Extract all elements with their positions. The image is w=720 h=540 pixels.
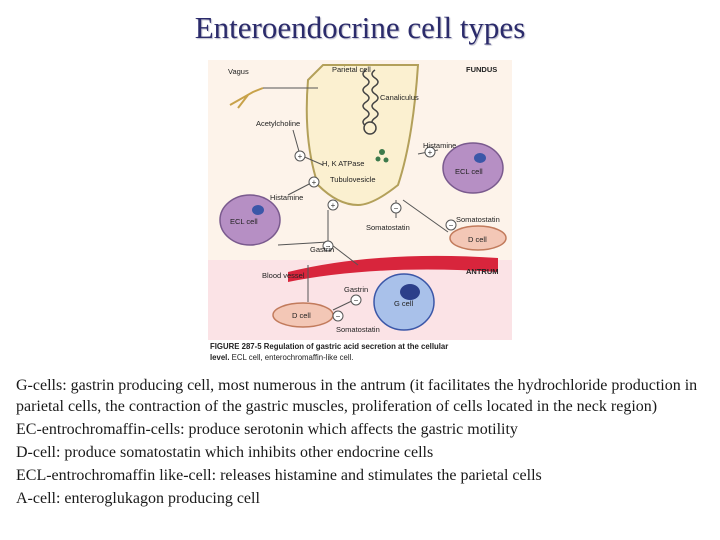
description-d-cell: D-cell: produce somatostatin which inhib… — [16, 442, 706, 463]
figure-caption-line1: FIGURE 287-5 Regulation of gastric acid … — [210, 342, 448, 351]
figure-caption-line2: level. ECL cell, enterochromaffin-like c… — [210, 353, 353, 362]
svg-text:−: − — [354, 296, 359, 305]
g-cell — [373, 273, 435, 331]
label-hk-atpase: H, K ATPase — [322, 159, 364, 168]
parietal-cell — [305, 64, 420, 207]
d-cell-right — [449, 225, 507, 251]
label-tubulovesicle: Tubulovesicle — [330, 175, 376, 184]
vagus-nerve — [229, 87, 264, 109]
gastric-acid-regulation-figure: + + + + − − − − − Vagus Parietal cell FUNDUS C… — [208, 60, 512, 365]
label-gastrin-bottom: Gastrin — [344, 285, 368, 294]
label-canaliculus: Canaliculus — [380, 93, 419, 102]
label-histamine-left: Histamine — [270, 193, 303, 202]
tubulovesicle-shape — [379, 149, 385, 155]
label-acetylcholine: Acetylcholine — [256, 119, 300, 128]
label-g-cell: G cell — [394, 299, 414, 308]
cell-type-descriptions: G-cells: gastrin producing cell, most nu… — [16, 375, 706, 511]
figure-svg: + + + + − − − − − Vagus Parietal cell FUNDUS C… — [208, 60, 512, 365]
label-somatostatin-mid: Somatostatin — [366, 223, 410, 232]
label-ecl-cell-right: ECL cell — [455, 167, 483, 176]
text-g-cells: : gastrin producing cell, most numerous … — [16, 377, 698, 415]
svg-text:+: + — [428, 148, 433, 157]
label-vagus: Vagus — [228, 67, 249, 76]
term-d-cell: D-cell — [16, 444, 56, 461]
ecl-cell-right — [442, 142, 504, 194]
description-a-cell: A-cell: enteroglukagon producing cell — [16, 488, 706, 509]
label-antrum: ANTRUM — [466, 267, 499, 276]
svg-text:−: − — [336, 312, 341, 321]
label-gastrin-top: Gastrin — [310, 245, 334, 254]
term-g-cells: G-cells — [16, 377, 63, 394]
label-parietal-cell: Parietal cell — [332, 65, 371, 74]
canaliculus-shape — [362, 69, 370, 127]
svg-text:+: + — [298, 152, 303, 161]
svg-text:−: − — [449, 221, 454, 230]
figure-caption-level: level. — [210, 353, 230, 362]
label-blood-vessel: Blood vessel — [262, 271, 305, 280]
text-ecl-cell: : releases histamine and stimulates the … — [211, 467, 542, 484]
label-ecl-cell-left: ECL cell — [230, 217, 258, 226]
term-a-cell: A-cell — [16, 490, 56, 507]
blood-vessel — [288, 255, 498, 282]
label-histamine-top: Histamine — [423, 141, 456, 150]
description-ec-cells: EC-entrochromaffin-cells: produce seroto… — [16, 419, 706, 440]
svg-text:−: − — [326, 242, 331, 251]
label-fundus: FUNDUS — [466, 65, 497, 74]
text-d-cell: : produce somatostatin which inhibits ot… — [55, 444, 434, 461]
figure-caption-rest: ECL cell, enterochromaffin-like cell. — [230, 353, 354, 362]
text-a-cell: : enteroglukagon producing cell — [55, 490, 260, 507]
svg-text:−: − — [394, 204, 399, 213]
term-ec-cells: EC-entrochromaffin-cells — [16, 421, 181, 438]
label-somatostatin-right: Somatostatin — [456, 215, 500, 224]
text-ec-cells: : produce serotonin which affects the ga… — [180, 421, 518, 438]
description-ecl-cell: ECL-entrochromaffin like-cell: releases … — [16, 465, 706, 486]
svg-text:+: + — [312, 178, 317, 187]
ecl-cell-left — [219, 194, 281, 246]
description-g-cells: G-cells: gastrin producing cell, most nu… — [16, 375, 706, 417]
label-somatostatin-bottom: Somatostatin — [336, 325, 380, 334]
term-ecl-cell: ECL-entrochromaffin like-cell — [16, 467, 212, 484]
page-title: Enteroendocrine cell types — [194, 10, 526, 45]
svg-text:+: + — [331, 201, 336, 210]
label-d-cell-right: D cell — [468, 235, 487, 244]
label-d-cell-bottom: D cell — [292, 311, 311, 320]
